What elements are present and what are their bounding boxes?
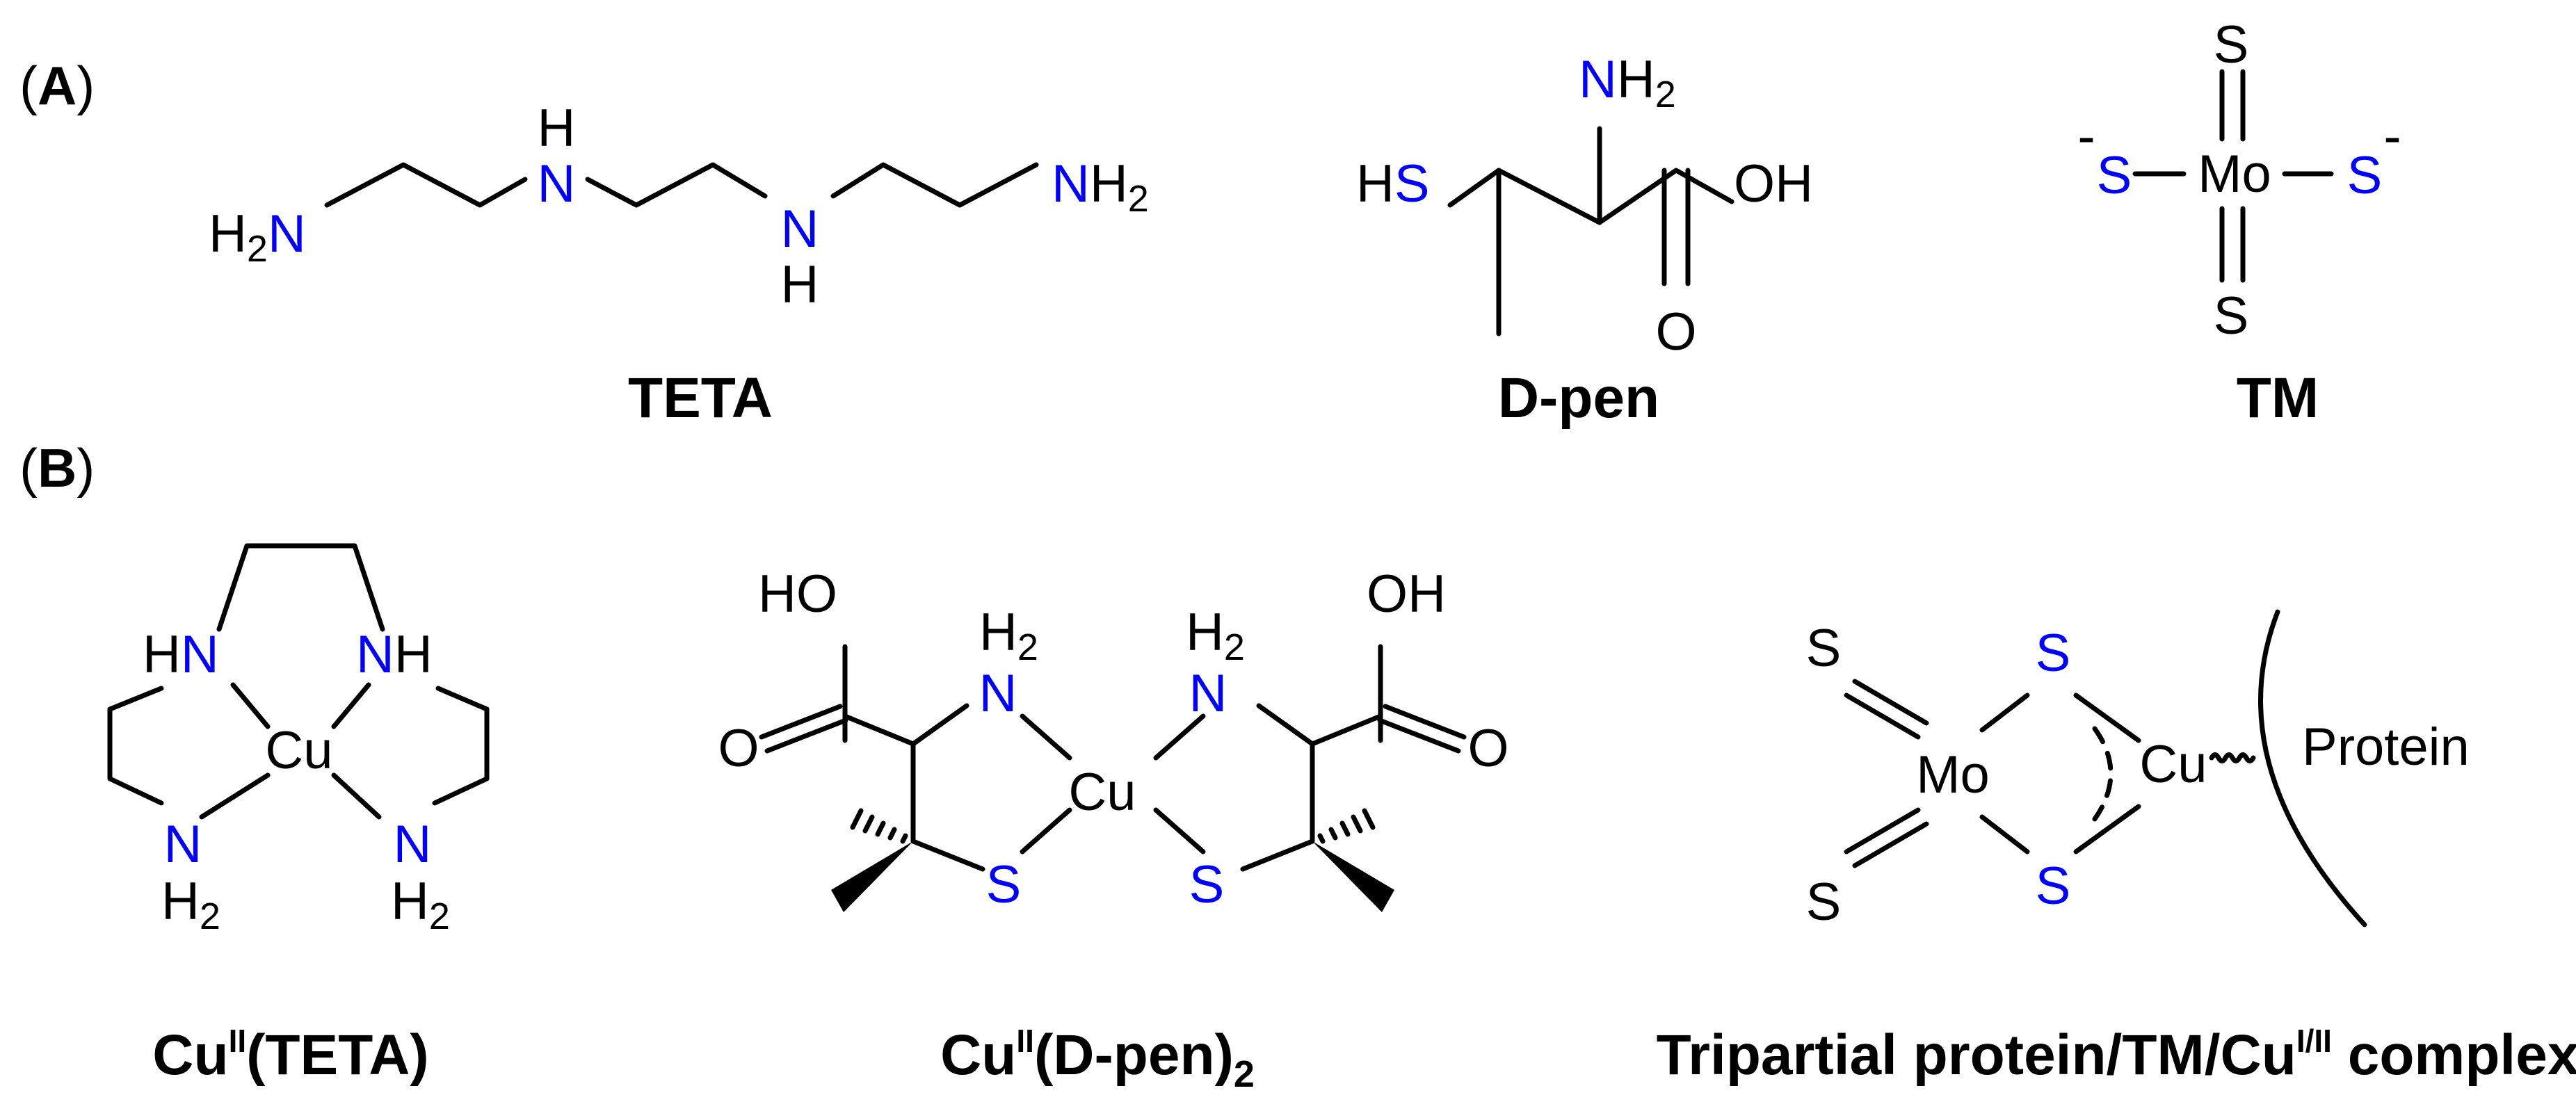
tm-charge-left: -: [2077, 107, 2095, 166]
tm-s-bottom: S: [2214, 286, 2249, 346]
cu-dpen-left-n: N: [979, 664, 1017, 723]
d-pen-backbone: [1496, 168, 1734, 225]
d-pen-hs: HS: [1356, 154, 1430, 213]
teta-caption: TETA: [628, 366, 773, 430]
cu-dpen-left-ho: HO: [758, 565, 837, 624]
teta-bonds-2: [585, 162, 768, 208]
cu-dpen-left-carbonyl: [759, 704, 848, 754]
teta-structure: H2N H N N H NH2: [209, 99, 1149, 314]
tri-s-top: S: [1806, 619, 1842, 678]
panel-b-label: (B): [19, 437, 95, 499]
tri-cu: Cu: [2139, 735, 2207, 794]
d-pen-quaternary-c: [1447, 168, 1502, 337]
tm-structure: S Mo S - S - S: [2077, 15, 2401, 346]
teta-nh2: NH2: [1052, 154, 1149, 220]
tri-delocalized-bond: [2092, 726, 2114, 822]
tm-s-right: S: [2347, 146, 2383, 205]
tm-s-left: S: [2097, 146, 2132, 205]
cu-teta-caption: CuII(TETA): [152, 1023, 429, 1087]
cu-dpen-right-hash: [1317, 808, 1376, 844]
cu-dpen-cu: Cu: [1068, 763, 1136, 822]
tm-caption: TM: [2237, 366, 2319, 430]
d-pen-nh2: NH2: [1579, 50, 1676, 115]
cu-teta-coordination-bonds: [199, 682, 382, 820]
tm-double-bond-top: [2219, 69, 2246, 142]
tm-double-bond-bottom: [2219, 206, 2246, 283]
d-pen-structure: HS NH2 OH O: [1356, 50, 1813, 362]
tri-mo-s-bonds: [1979, 692, 2030, 854]
tri-mo: Mo: [1916, 745, 1990, 804]
cu-dpen-left-wedge: [831, 841, 913, 912]
teta-nh-bottom-h: H: [781, 255, 819, 314]
cu-teta-right-bridge: [432, 686, 490, 806]
teta-h2n: H2N: [209, 204, 306, 270]
cu-teta-top-bridge: [216, 543, 385, 632]
cu-teta-n-bottom-right: N: [394, 815, 432, 874]
cu-dpen-right-n: N: [1189, 664, 1227, 723]
tri-cu-protein-wavy-bond: [2209, 752, 2256, 763]
tri-s-bridge-top: S: [2036, 624, 2071, 683]
cu-dpen-left-carbonyl-o: O: [718, 719, 759, 778]
cu-dpen-left-h2: H2: [979, 603, 1038, 668]
protein-surface-arc: [2258, 609, 2367, 927]
teta-bonds-3: [830, 162, 1039, 208]
tri-s-bottom: S: [1806, 873, 1842, 932]
cu-dpen-right-s: S: [1189, 855, 1225, 914]
tri-s-bridge-bottom: S: [2036, 857, 2071, 916]
cu-dpen-left-backbone: [842, 703, 969, 747]
teta-nh-top-n: N: [538, 154, 576, 213]
cu-teta-left-bridge: [107, 686, 164, 806]
tripartite-complex-structure: S S Mo S S Cu Protein: [1806, 609, 2470, 932]
panel-a-label: (A): [19, 55, 95, 116]
teta-bonds-1: [324, 162, 528, 208]
cu-dpen-right-c-s: [1240, 741, 1315, 872]
tripartite-caption: Tripartial protein/TM/CuI/II complex: [1657, 1023, 2576, 1087]
cu-dpen-right-h2: H2: [1186, 603, 1245, 668]
cu-dpen-left-cu-bonds: [1020, 713, 1072, 854]
cu-dpen-left-hash: [850, 808, 908, 844]
d-pen-carbonyl-o: O: [1655, 302, 1696, 362]
cu-dpen-right-carbonyl-o: O: [1467, 719, 1508, 778]
cu-teta-structure: HN NH Cu N H2 N H2: [107, 543, 490, 937]
cu-teta-hn-left: HN: [143, 625, 219, 684]
protein-label: Protein: [2302, 718, 2470, 777]
cu-teta-nh-right: NH: [356, 625, 433, 684]
cu-dpen-structure: HO O H2 N S Cu OH O H2 N S: [718, 565, 1508, 914]
cu-teta-n-bottom-left: N: [164, 815, 202, 874]
cu-teta-h2-bottom-right: H2: [391, 872, 450, 937]
cu-dpen-left-c-s: [910, 741, 985, 872]
cu-dpen-right-cu-bonds: [1153, 713, 1206, 854]
cu-dpen-right-carbonyl: [1377, 704, 1467, 754]
cu-dpen-right-wedge: [1312, 841, 1394, 912]
tri-double-bond-top: [1844, 679, 1929, 740]
cu-teta-h2-bottom-left: H2: [161, 872, 220, 937]
cu-teta-cu: Cu: [265, 721, 332, 780]
cu-dpen-caption: CuII(D-pen)2: [940, 1023, 1255, 1095]
cu-dpen-left-s: S: [986, 855, 1022, 914]
teta-nh-top-h: H: [538, 99, 576, 158]
teta-nh-bottom-n: N: [781, 200, 819, 259]
cu-dpen-right-backbone: [1256, 703, 1383, 747]
d-pen-caption: D-pen: [1498, 366, 1659, 430]
tm-mo: Mo: [2198, 145, 2271, 204]
cu-dpen-right-oh: OH: [1367, 565, 1446, 624]
d-pen-oh: OH: [1734, 154, 1813, 213]
tri-double-bond-bottom: [1844, 807, 1929, 868]
tm-s-top: S: [2214, 15, 2249, 74]
tm-charge-right: -: [2383, 107, 2401, 166]
tri-s-cu-bonds: [2073, 692, 2141, 854]
